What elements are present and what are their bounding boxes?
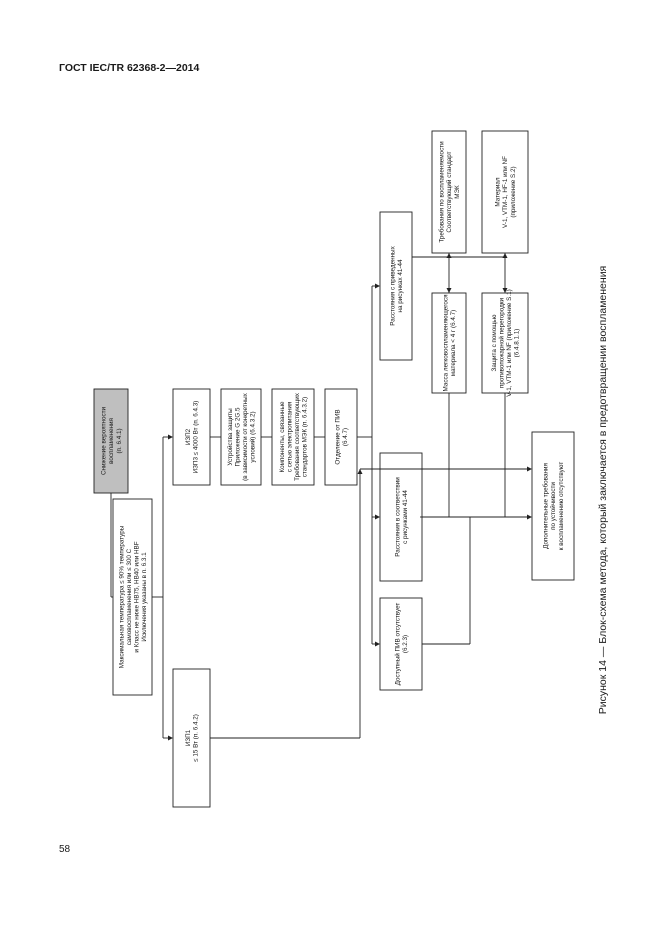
box-text-line: ИЗП2 [185, 428, 192, 445]
box-mains-components-text: Компоненты, связанныес сетью электропита… [279, 392, 309, 481]
box-text-line: Доступный ПИВ отсутствует [393, 603, 401, 686]
box-text-line: Максимальная температура ≤ 90% температу… [118, 525, 125, 668]
page-number: 58 [59, 844, 71, 855]
box-text-line: Устройства защиты [226, 408, 234, 466]
box-protection-devices: Устройства защитыПриложение G 2G.5(в зав… [220, 388, 262, 486]
box-text-line: условий) (6.4.3.2) [249, 411, 257, 462]
box-text-line: (6.4.8.1.1) [514, 329, 521, 358]
box-max-temp-text: Максимальная температура ≤ 90% температу… [118, 525, 148, 668]
box-no-extra-requirements: Дополнительные требованияпо устойчивости… [531, 431, 575, 581]
box-text-line: Исключения указаны в п. 6.3.1 [141, 552, 148, 642]
box-text-line: на рисунках 41-44 [397, 259, 404, 312]
box-text-line: к воспламенению отсутствуют [558, 462, 565, 551]
arrowheads [168, 253, 532, 741]
box-text-line: по устойчивости [549, 482, 557, 530]
box-max-temp: Максимальная температура ≤ 90% температу… [112, 498, 153, 696]
box-text-line: Масса легковоспламеняющегося [442, 295, 449, 392]
box-start-text: Снижение вероятностивоспламенения(п. 6.4… [101, 406, 123, 475]
box-text-line: Компоненты, связанные [279, 401, 286, 472]
figure-caption: Рисунок 14 — Блок-схема метода, который … [597, 266, 609, 714]
box-flammable-mass: Масса легковоспламеняющегосяматериала < … [431, 292, 467, 394]
box-text-line: Требования по воспламеняемости [438, 141, 446, 243]
box-iec-requirements: Требования по воспламеняемостиСоответств… [431, 130, 467, 254]
box-text-line: ИЗП3 ≤ 4000 Вт (п. 6.4.3) [193, 401, 200, 474]
document-header: ГОСТ IEC/TR 62368-2—2014 [59, 62, 200, 74]
box-text-line: Расстояния в соответствии [394, 477, 401, 557]
box-text-line: (в зависимости от конкретных [242, 392, 249, 480]
box-no-accessible-piv-text: Доступный ПИВ отсутствует(6.2.3) [393, 603, 409, 686]
box-no-accessible-piv: Доступный ПИВ отсутствует(6.2.3) [379, 597, 423, 691]
box-text-line: Дополнительные требования [542, 463, 550, 549]
box-separation-piv: Отделение от ПИВ(6.4.7) [324, 388, 358, 486]
box-izp2-text: ИЗП2ИЗП3 ≤ 4000 Вт (п. 6.4.3) [185, 401, 200, 474]
box-text-line: (п. 6.4.1) [116, 428, 123, 453]
box-no-extra-requirements-text: Дополнительные требованияпо устойчивости… [542, 462, 565, 551]
box-text-line: воспламенения [108, 418, 115, 464]
box-text-line: Расстояния с приведенных [389, 245, 396, 325]
box-text-line: Снижение вероятности [101, 406, 108, 475]
box-fire-barrier-text: Защита с помощьюпротивопожарной перегоро… [491, 289, 521, 396]
box-flammable-mass-text: Масса легковоспламеняющегосяматериала < … [442, 295, 457, 392]
box-text-line: (приложение S.2) [510, 166, 517, 217]
box-text-line: (6.2.3) [402, 635, 409, 653]
box-text-line: Требования соответствующих [293, 392, 301, 481]
box-text-line: V-1, VTM-1, HF-1 или NF [502, 156, 509, 228]
box-text-line: противопожарной перегородки [497, 297, 505, 388]
box-iec-requirements-text: Требования по воспламеняемостиСоответств… [438, 141, 461, 243]
box-mains-components: Компоненты, связанныес сетью электропита… [271, 388, 315, 486]
box-text-line: Приложение G 2G.5 [234, 407, 241, 466]
box-text-line: Защита с помощью [491, 314, 498, 371]
connectors [110, 253, 528, 739]
box-text-line: материала < 4 г (6.4.7) [450, 310, 457, 376]
box-distances-figures: Расстояния в соответствиис рисунками 41-… [379, 452, 423, 582]
box-izp1: ИЗП1≤ 15 Вт (п. 6.4.2) [172, 668, 211, 808]
box-distances-given: Расстояния с приведенныхна рисунках 41-4… [379, 211, 413, 361]
box-protection-devices-text: Устройства защитыПриложение G 2G.5(в зав… [226, 392, 257, 480]
box-text-line: с сетью электропитания [286, 402, 293, 473]
box-start: Снижение вероятностивоспламенения(п. 6.4… [93, 388, 129, 494]
box-text-line: Отделение от ПИВ [334, 409, 341, 464]
box-text-line: самовоспламенения или ≤ 300 С [126, 548, 133, 645]
box-text-line: стандартов МЭК (п. 6.4.3.2) [302, 397, 309, 477]
box-text-line: МЭК [454, 185, 461, 199]
box-separation-piv-text: Отделение от ПИВ(6.4.7) [334, 409, 349, 464]
box-distances-figures-text: Расстояния в соответствиис рисунками 41-… [394, 477, 409, 557]
box-text-line: Соответствующий стандарт [445, 151, 453, 232]
box-text-line: с рисунками 41-44 [402, 490, 409, 544]
box-text-line: Материал [495, 177, 502, 207]
box-izp1-text: ИЗП1≤ 15 Вт (п. 6.4.2) [185, 714, 200, 762]
box-material: МатериалV-1, VTM-1, HF-1 или NF(приложен… [481, 130, 529, 254]
box-fire-barrier: Защита с помощьюпротивопожарной перегоро… [481, 289, 529, 397]
box-text-line: ИЗП1 [185, 729, 192, 746]
box-izp2: ИЗП2ИЗП3 ≤ 4000 Вт (п. 6.4.3) [172, 388, 211, 486]
box-text-line: ≤ 15 Вт (п. 6.4.2) [193, 714, 200, 762]
box-text-line: (6.4.7) [342, 428, 349, 446]
box-material-text: МатериалV-1, VTM-1, HF-1 или NF(приложен… [495, 156, 517, 228]
box-text-line: V-1, VTM-1 или NF (приложение S.1) [506, 289, 513, 396]
box-distances-given-text: Расстояния с приведенныхна рисунках 41-4… [389, 245, 404, 325]
box-text-line: и Класс не ниже HB75, HB40 или HBF [134, 541, 141, 652]
